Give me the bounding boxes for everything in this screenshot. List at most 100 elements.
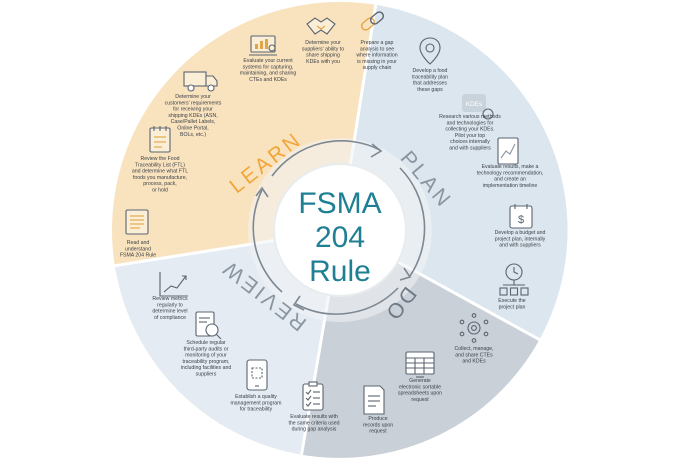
- chain-link-icon: [361, 11, 384, 31]
- step-caption-line: request: [411, 397, 429, 403]
- step-caption-line: the same criteria used: [288, 420, 339, 426]
- step-caption-line: implementation timeline: [483, 183, 538, 189]
- step-caption-line: customers' requirements: [165, 100, 222, 106]
- kdes-badge: KDEs: [466, 101, 483, 108]
- step-caption-line: Evaluate results with: [290, 414, 338, 420]
- clock-checklist-icon: [499, 263, 529, 296]
- document-search-icon: [195, 311, 222, 340]
- step-caption-line: foods you manufacture,: [133, 175, 187, 181]
- network-gear-icon: [459, 313, 489, 343]
- spreadsheet-icon: [405, 351, 435, 378]
- map-pin-icon: [419, 37, 441, 65]
- step-caption-line: and technologies for: [447, 120, 494, 126]
- step-caption-line: and share CTEs: [455, 352, 493, 358]
- step-caption-line: where information: [356, 53, 397, 59]
- step-caption-line: Case/Pallet Labels,: [171, 119, 216, 125]
- step-caption-line: determine level: [152, 309, 187, 315]
- step-caption-line: Review metrics: [152, 296, 188, 302]
- food-list-icon: [149, 126, 171, 153]
- step-caption-line: and create an: [494, 177, 526, 183]
- step-caption-line: Develop a budget and: [495, 230, 546, 236]
- step-caption-line: spreadsheets upon: [398, 391, 442, 397]
- step-caption-line: CTEs and KDEs: [249, 77, 287, 83]
- step-caption-line: choices internally: [450, 139, 490, 145]
- step-caption-line: share shipping: [306, 53, 340, 59]
- step-caption-line: monitoring of your: [185, 353, 227, 359]
- center-title-line3: Rule: [309, 255, 371, 288]
- cycle-arrows: [252, 140, 426, 315]
- step-caption-line: shipping KDEs (ASN,: [168, 113, 217, 119]
- budget-calendar-icon: $: [509, 204, 533, 229]
- step-caption-line: understand: [125, 246, 151, 252]
- step-caption-line: including facilities and: [181, 365, 232, 371]
- step-caption-line: during gap analysis: [292, 427, 337, 433]
- step-caption-line: systems for capturing,: [243, 64, 294, 70]
- step-caption-line: BOLs, etc.): [180, 132, 206, 138]
- step-caption-line: supply chain: [363, 65, 392, 71]
- step-caption-line: project plan, internally: [495, 236, 546, 242]
- step-caption-line: and with suppliers: [449, 146, 491, 152]
- step-caption-line: Develop a food: [413, 68, 448, 74]
- kdes-search-icon: KDEs: [462, 94, 494, 120]
- step-caption-line: and with suppliers: [499, 243, 541, 249]
- step-caption-line: for traceability: [240, 407, 273, 413]
- step-caption-line: for receiving your: [173, 107, 213, 113]
- step-caption-line: Determine your: [305, 40, 341, 46]
- step-caption-line: Traceability List (FTL): [135, 162, 185, 168]
- step-caption-line: Execute the: [498, 298, 526, 304]
- book-icon: [125, 209, 149, 235]
- step-caption-line: Pilot your top: [455, 133, 485, 139]
- step-caption-line: process, pack,: [143, 181, 176, 187]
- step-caption-line: KDEs with you: [306, 59, 340, 65]
- step-caption-line: analysis to see: [360, 46, 394, 52]
- step-caption-line: traceability program,: [183, 359, 230, 365]
- step-caption-line: maintaining, and sharing: [240, 71, 297, 77]
- step-caption-line: Determine your: [175, 94, 211, 100]
- step-caption-line: that addresses: [413, 81, 447, 87]
- laptop-chart-icon: [249, 35, 277, 56]
- records-icon: [363, 385, 385, 415]
- step-caption-line: Collect, manage,: [455, 346, 494, 352]
- step-caption-line: and KDEs: [462, 359, 486, 365]
- step-caption-line: records upon: [363, 422, 393, 428]
- step-caption-line: Review the Food: [141, 156, 180, 162]
- step-caption-line: regularly to: [157, 302, 183, 308]
- step-caption-line: of compliance: [154, 315, 186, 321]
- step-caption-line: suppliers' ability to: [302, 46, 344, 52]
- center-circle: [273, 163, 407, 297]
- step-caption-line: Research various methods: [439, 114, 501, 120]
- step-caption-line: Schedule regular: [186, 340, 225, 346]
- chart-document-icon: [497, 137, 519, 165]
- handshake-icon: [306, 17, 336, 35]
- step-caption-line: Online Portal,: [177, 126, 208, 132]
- step-caption-line: management program: [230, 400, 281, 406]
- step-caption-line: project plan: [499, 304, 526, 310]
- svg-text:$: $: [518, 214, 524, 226]
- truck-icon: [183, 71, 218, 92]
- step-caption-line: traceability plan: [412, 74, 448, 80]
- step-caption-line: these gaps: [417, 87, 443, 93]
- step-caption-line: request: [369, 429, 387, 435]
- center-title-line1: FSMA: [298, 187, 381, 220]
- step-caption-line: and determine what FTL: [132, 169, 188, 175]
- step-caption-line: or hold: [152, 188, 168, 194]
- step-caption-line: suppliers: [196, 372, 217, 378]
- step-caption-line: Evaluate your current: [243, 58, 293, 64]
